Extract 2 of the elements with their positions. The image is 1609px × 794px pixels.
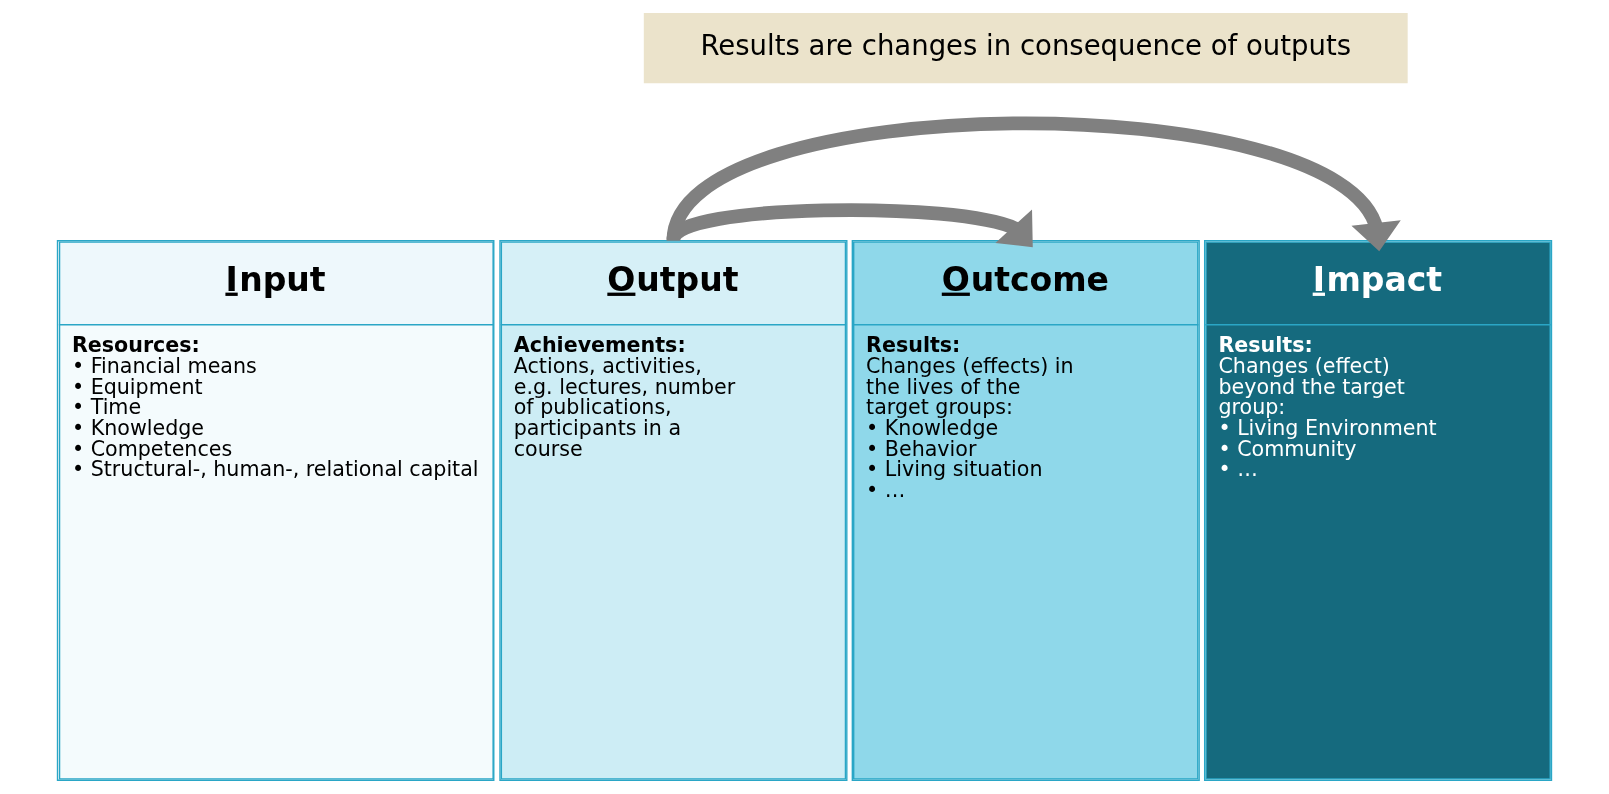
node-box: Results are changes in consequence of outputs xyxy=(643,13,1408,84)
arrow xyxy=(666,116,1401,252)
